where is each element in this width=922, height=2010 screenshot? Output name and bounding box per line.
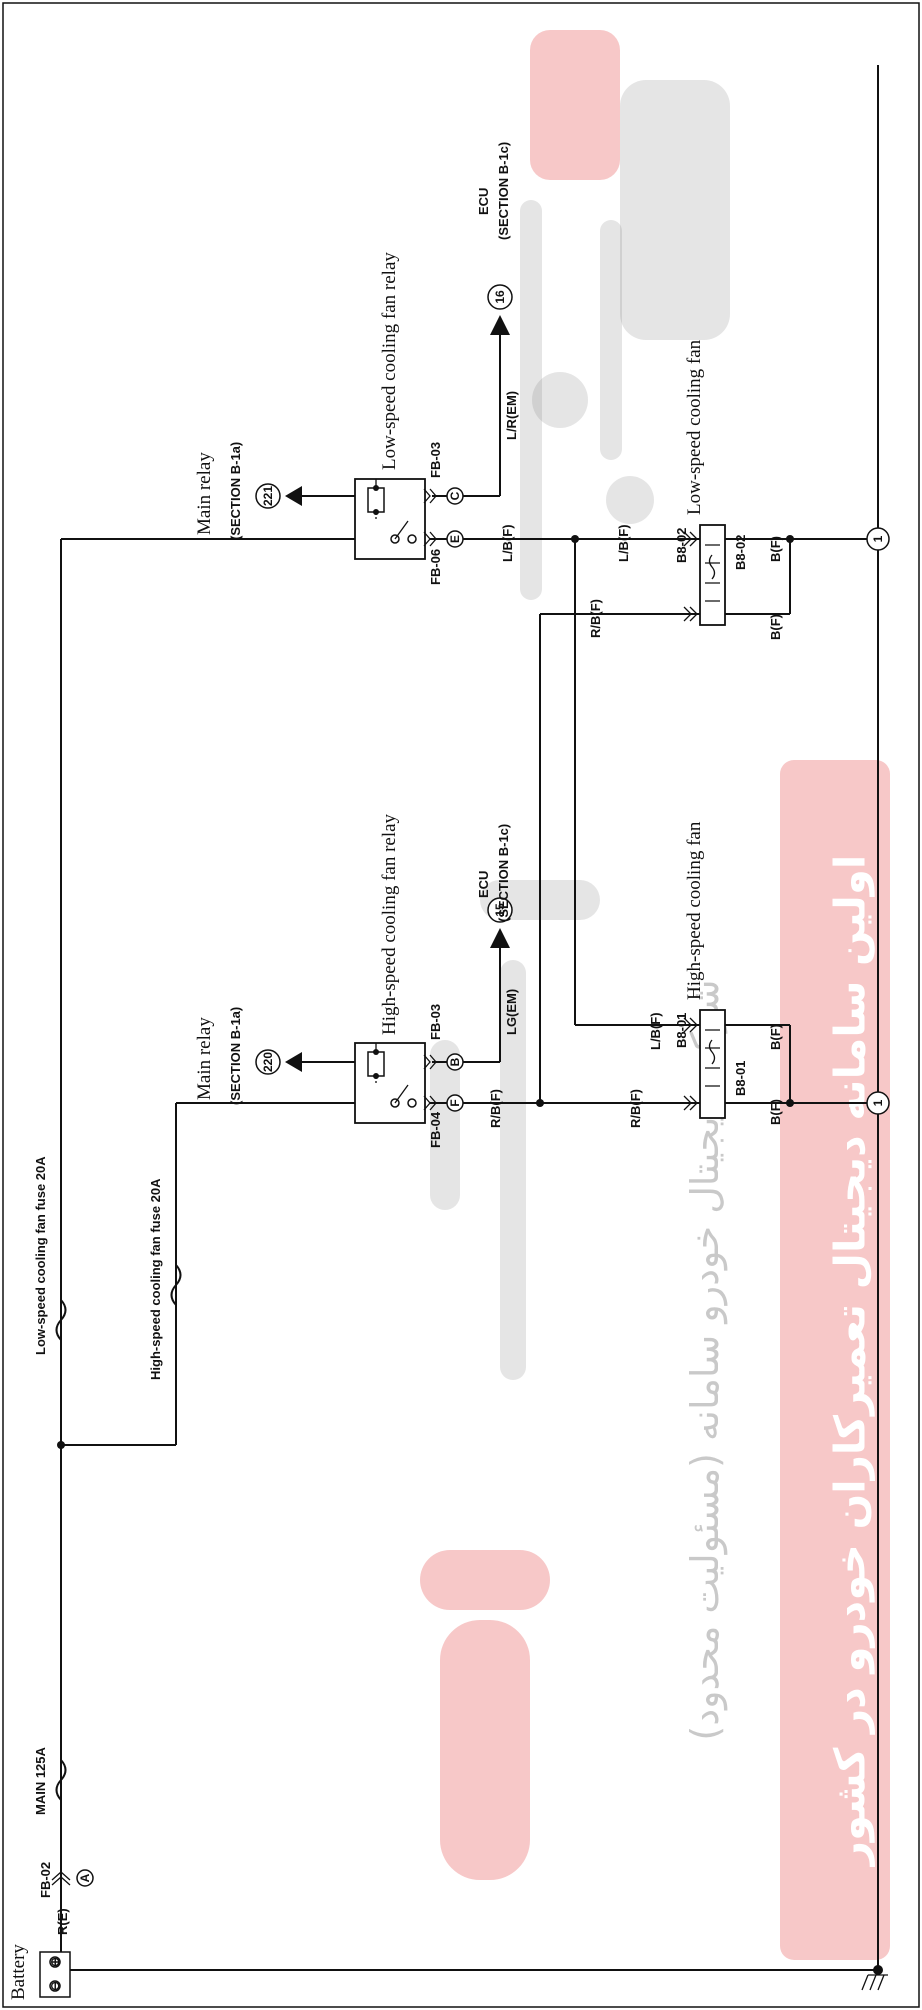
wires [60, 65, 879, 1975]
main-relay-lo-section: (SECTION B-1a) [228, 442, 243, 540]
junction-dots [57, 535, 883, 1975]
main-relay-hi: 220 Main relay (SECTION B-1a) [194, 1007, 302, 1105]
connector-fb06-label: FB-06 [428, 549, 443, 585]
connector-fb03-lo-pin: C [448, 491, 462, 500]
ecu-hi-label: ECU [476, 871, 491, 898]
connector-fb03-hi-label: FB-03 [428, 1004, 443, 1040]
ecu-hi: 15 ECU (SECTION B-1c) LG(EM) [476, 824, 519, 1035]
ecu-lo-section: (SECTION B-1c) [496, 142, 511, 240]
wire-hi-relay-out: R/B(F) [488, 1089, 503, 1128]
ground-symbol [861, 1974, 888, 1991]
battery-minus: ⊖ [48, 1981, 62, 1991]
connector-b801-bot: B8-01 [733, 1061, 748, 1096]
battery-label: Battery [8, 1944, 29, 2000]
fan-low: Low-speed cooling fan B8-02 B8-02 B(F) B… [674, 339, 783, 640]
connector-b802-top: B8-02 [674, 528, 689, 563]
fuse-low: Low-speed cooling fan fuse 20A [33, 1156, 67, 1355]
fuse-high-label: High-speed cooling fan fuse 20A [148, 1178, 163, 1380]
connector-fb02: A FB-02 R(E) [38, 1862, 94, 1935]
wire-rb-cross: R/B(F) [588, 599, 603, 638]
relay-high: High-speed cooling fan relay FB-04 F FB-… [354, 813, 464, 1148]
ground-nodes: 1 1 [866, 527, 890, 1115]
wire-lb-cross: L/B(F) [648, 1012, 663, 1050]
fuse-high: High-speed cooling fan fuse 20A [148, 1178, 182, 1380]
ecu-lo: 16 ECU (SECTION B-1c) L/R(EM) [476, 142, 519, 440]
ecu-hi-num: 15 [493, 903, 507, 917]
connector-fb02-label: FB-02 [38, 1862, 53, 1898]
connector-fb03-lo-label: FB-03 [428, 442, 443, 478]
connector-fb04-pin: F [448, 1099, 462, 1106]
wire-battery-main: R(E) [55, 1908, 70, 1935]
main-relay-lo-label: Main relay [194, 452, 215, 535]
ecu-lo-label: ECU [476, 188, 491, 215]
connector-b801-top: B8-01 [674, 1013, 689, 1048]
wire-hi-relay-out-2: R/B(F) [628, 1089, 643, 1128]
fuse-main: MAIN 125A [33, 1746, 67, 1815]
main-relay-hi-num: 220 [261, 1052, 275, 1072]
wire-lo-ecu: L/R(EM) [504, 391, 519, 440]
ecu-hi-section: (SECTION B-1c) [496, 824, 511, 922]
ecu-lo-num: 16 [493, 290, 507, 304]
watermark: اولین سامانه دیجیتال تعمیرکاران خودرو در… [420, 30, 890, 1960]
main-relay-hi-label: Main relay [194, 1017, 215, 1100]
connector-fb03-hi-pin: B [448, 1057, 462, 1066]
wire-lo-fan-ground-b: B(F) [768, 614, 783, 640]
fuse-low-label: Low-speed cooling fan fuse 20A [33, 1156, 48, 1355]
relay-low-label: Low-speed cooling fan relay [379, 252, 400, 470]
wire-hi-fan-ground-a: B(F) [768, 1099, 783, 1125]
main-relay-lo-num: 221 [261, 486, 275, 506]
connector-b802-bot: B8-02 [733, 535, 748, 570]
battery-plus: ⊕ [48, 1957, 62, 1967]
watermark-line1: اولین سامانه دیجیتال تعمیرکاران خودرو در… [826, 855, 876, 1868]
connector-fb02-pin: A [78, 1873, 92, 1882]
wire-lo-fan-ground-a: B(F) [768, 536, 783, 562]
wire-lo-relay-to-fan-2: L/B(F) [616, 524, 631, 562]
fan-high-label: High-speed cooling fan [684, 821, 705, 1000]
wire-hi-fan-ground-b: B(F) [768, 1024, 783, 1050]
fan-low-label: Low-speed cooling fan [684, 339, 705, 515]
wire-lo-relay-to-fan: L/B(F) [500, 524, 515, 562]
wire-labels: R/B(F) R/B(F) L/B(F) L/B(F) L/B(F) R/B(F… [488, 524, 663, 1128]
wire-hi-ecu: LG(EM) [504, 989, 519, 1035]
relay-high-label: High-speed cooling fan relay [379, 813, 400, 1035]
fan-high: High-speed cooling fan B8-01 B8-01 B(F) … [674, 821, 783, 1125]
connector-fb06-pin: E [448, 535, 462, 543]
ground-lo-num: 1 [871, 535, 885, 542]
ground-hi-num: 1 [871, 1099, 885, 1106]
connector-fb04-label: FB-04 [428, 1111, 443, 1148]
fuse-main-label: MAIN 125A [33, 1746, 48, 1815]
battery: ⊕ ⊖ Battery [8, 1944, 71, 2000]
main-relay-hi-section: (SECTION B-1a) [228, 1007, 243, 1105]
relay-low: Low-speed cooling fan relay FB-06 E FB-0… [354, 252, 464, 585]
main-relay-lo: 221 Main relay (SECTION B-1a) [194, 442, 302, 540]
